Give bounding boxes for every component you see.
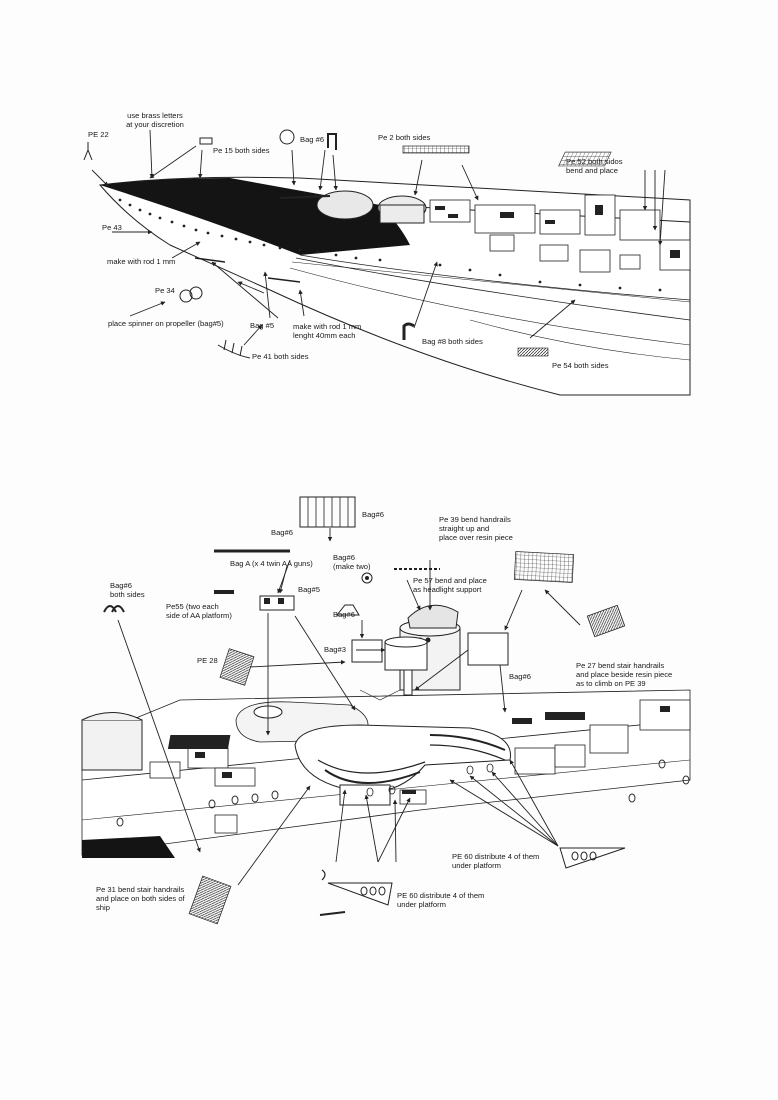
pe54-grid — [517, 347, 549, 357]
label-rod1mm: make with rod 1 mm — [107, 257, 176, 266]
pe15-part — [199, 137, 213, 145]
label-pe41: Pe 41 both sides — [252, 352, 309, 361]
label-pe52: Pe 52 both sidos bend and place — [566, 157, 623, 175]
label-brass-letters: use brass letters at your discretion — [126, 111, 184, 129]
bag6-drum — [279, 129, 295, 145]
label-bag6-d: Bag#6 — [509, 672, 531, 681]
pe52-grid — [558, 151, 612, 167]
label-bag8: Bag #8 both sides — [422, 337, 483, 346]
pe60-right — [559, 847, 626, 869]
pe31-grid — [188, 875, 232, 925]
label-bag6-make-two: Bag#6 (make two) — [333, 553, 371, 571]
label-pe31: Pe 31 bend stair handrails and place on … — [96, 885, 185, 912]
label-spinner: place spinner on propeller (bag#5) — [108, 319, 224, 328]
label-bag5-b: Bag#5 — [298, 585, 320, 594]
label-bag6-b: Bag#6 — [271, 528, 293, 537]
label-bag6-c: Bag#6 — [333, 610, 355, 619]
label-pe28: PE 28 — [197, 656, 218, 665]
label-pe22: PE 22 — [88, 130, 109, 139]
label-pe57: Pe 57 bend and place as headlight suppor… — [413, 576, 487, 594]
label-pe2: Pe 2 both sides — [378, 133, 431, 142]
label-bag3: Bag#3 — [324, 645, 346, 654]
bow-section-drawing — [83, 129, 691, 396]
label-pe15: Pe 15 both sides — [213, 146, 270, 155]
label-rod40: make with rod 1 mm lenght 40mm each — [293, 322, 362, 340]
label-pe43: Pe 43 — [102, 223, 122, 232]
pe2-rail — [402, 145, 470, 154]
pe27-grid — [586, 604, 626, 638]
label-bag6-both: Bag#6 both sides — [110, 581, 145, 599]
label-bag5: Bag #5 — [250, 321, 275, 330]
bag6-wheel — [361, 572, 373, 584]
pe60-left — [327, 882, 393, 906]
label-pe60-left: PE 60 distribute 4 of them under platfor… — [397, 891, 485, 909]
aa-platform-drawing — [81, 496, 691, 925]
bag6-clamp — [103, 605, 125, 613]
bag6-rack — [299, 496, 356, 528]
label-bagA: Bag A (x 4 twin AA guns) — [230, 559, 313, 568]
resin-piece — [467, 632, 509, 666]
label-pe39: Pe 39 bend handrails straight up and pla… — [439, 515, 513, 542]
label-pe34: Pe 34 — [155, 286, 175, 295]
pe39-grid — [513, 551, 575, 583]
dark-hull-edge — [82, 836, 175, 858]
label-pe55: Pe55 (two each side of AA platform) — [166, 602, 232, 620]
pe34-prop — [179, 289, 193, 303]
label-pe27: Pe 27 bend stair handrails and place bes… — [576, 661, 673, 688]
label-bag6-a: Bag#6 — [362, 510, 384, 519]
bag8-part — [402, 322, 415, 340]
pe55-part — [214, 590, 234, 594]
label-bag6-top: Bag #6 — [300, 135, 325, 144]
pe41-part — [217, 339, 251, 359]
bag6-lamp — [335, 604, 360, 616]
label-pe54: Pe 54 both sides — [552, 361, 609, 370]
bag6-hook — [327, 133, 337, 150]
label-pe60-right: PE 60 distribute 4 of them under platfor… — [452, 852, 540, 870]
pe28-grid — [219, 648, 255, 686]
pe22-part — [83, 142, 93, 161]
